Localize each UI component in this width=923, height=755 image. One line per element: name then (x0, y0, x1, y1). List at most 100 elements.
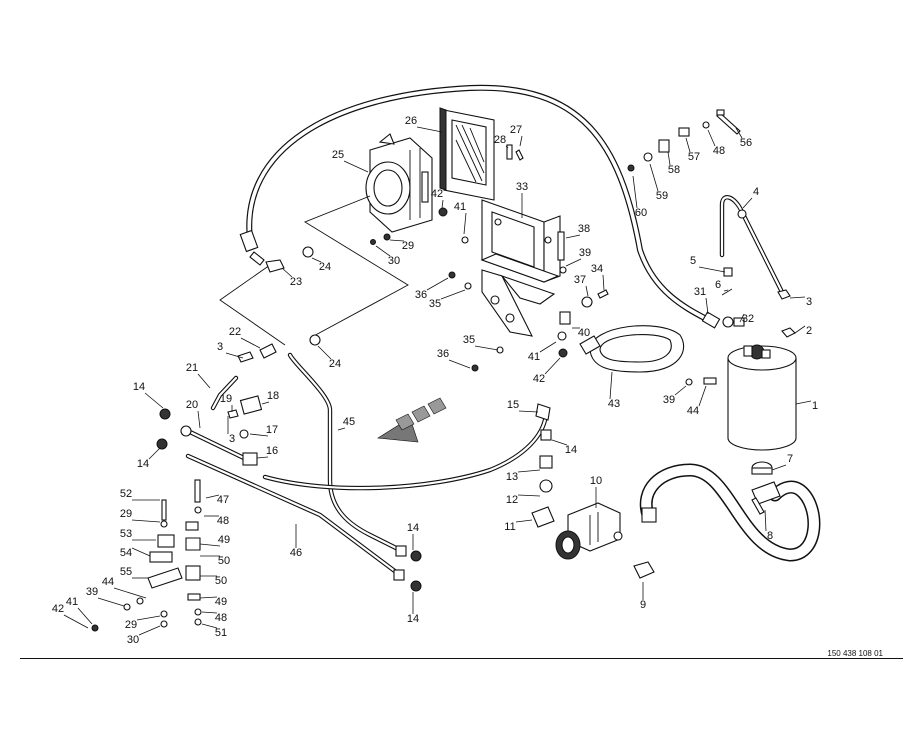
leader-line-37 (585, 285, 589, 297)
leader-line-59 (649, 163, 659, 192)
leader-line-25 (343, 160, 369, 173)
left-fittings (210, 375, 263, 466)
callout-14: 14 (407, 613, 419, 625)
oil-cooler (365, 133, 433, 233)
callout-60: 60 (635, 207, 647, 219)
callout-33: 33 (516, 181, 528, 193)
callout-24: 24 (329, 358, 341, 370)
feed-hose (262, 403, 552, 491)
leader-line-7 (771, 464, 787, 471)
callout-44: 44 (102, 576, 114, 588)
callout-30: 30 (388, 255, 400, 267)
leader-line-29 (131, 519, 161, 523)
callout-40: 40 (578, 327, 590, 339)
callout-3: 3 (229, 433, 235, 445)
leader-line-28 (505, 145, 509, 149)
callout-9: 9 (640, 599, 646, 611)
callout-15: 15 (507, 399, 519, 411)
leader-line-17 (249, 433, 269, 437)
callout-55: 55 (120, 566, 132, 578)
callout-41: 41 (528, 351, 540, 363)
callout-38: 38 (578, 223, 590, 235)
leader-line-3 (225, 352, 244, 359)
leader-line-60 (632, 175, 638, 209)
callout-39: 39 (86, 586, 98, 598)
leader-line-47 (205, 494, 220, 499)
support-bracket (480, 199, 561, 337)
suction-hose (639, 461, 821, 562)
leader-line-18 (261, 401, 270, 405)
leader-line-30 (138, 625, 161, 636)
callout-50: 50 (218, 555, 230, 567)
callout-5: 5 (690, 255, 696, 267)
leader-line-35 (440, 289, 466, 300)
footer-rule (20, 658, 903, 659)
leader-line-24 (311, 257, 322, 263)
callout-4: 4 (753, 186, 759, 198)
callout-22: 22 (229, 326, 241, 338)
assembly-lines (219, 195, 409, 346)
leader-line-13 (517, 469, 541, 473)
leader-line-51 (201, 623, 218, 629)
callout-58: 58 (668, 164, 680, 176)
callout-48: 48 (713, 145, 725, 157)
callout-41: 41 (454, 201, 466, 213)
flow-direction-arrow (377, 397, 447, 443)
callout-3: 3 (217, 341, 223, 353)
callout-1: 1 (812, 400, 818, 412)
callout-39: 39 (663, 394, 675, 406)
callout-14: 14 (133, 381, 145, 393)
leader-line-39 (97, 597, 125, 607)
leader-line-31 (705, 297, 709, 315)
tank-clamp (579, 325, 685, 373)
callout-49: 49 (218, 534, 230, 546)
callout-14: 14 (137, 458, 149, 470)
callout-10: 10 (590, 475, 602, 487)
callout-59: 59 (656, 190, 668, 202)
callout-17: 17 (266, 424, 278, 436)
return-hose (239, 84, 721, 329)
callout-6: 6 (715, 279, 721, 291)
callout-13: 13 (506, 471, 518, 483)
leader-line-48 (707, 129, 716, 147)
leader-line-44 (698, 385, 707, 407)
callout-29: 29 (125, 619, 137, 631)
callout-14: 14 (407, 522, 419, 534)
leader-line-3 (789, 296, 806, 299)
leader-line-14 (551, 439, 568, 446)
callout-8: 8 (767, 530, 773, 542)
leader-line-5 (698, 266, 726, 273)
tank-fittings (685, 195, 796, 386)
callout-57: 57 (688, 151, 700, 163)
leader-line-14 (144, 392, 164, 409)
callout-25: 25 (332, 149, 344, 161)
leader-line-36 (448, 359, 471, 369)
callout-43: 43 (608, 398, 620, 410)
leader-line-41 (463, 212, 467, 235)
callout-47: 47 (217, 494, 229, 506)
callout-50: 50 (215, 575, 227, 587)
leader-line-38 (565, 234, 581, 239)
callout-54: 54 (120, 547, 132, 559)
cooler-fittings (237, 246, 321, 363)
leader-line-12 (517, 494, 541, 497)
callout-49: 49 (215, 596, 227, 608)
callout-35: 35 (429, 298, 441, 310)
callout-45: 45 (343, 416, 355, 428)
leader-line-45 (337, 427, 346, 431)
leader-line-6 (723, 289, 729, 292)
leader-line-36 (426, 277, 449, 291)
callout-14: 14 (565, 444, 577, 456)
drawing-number: 150 438 108 01 (827, 649, 883, 658)
callout-16: 16 (266, 445, 278, 457)
leader-lines (63, 126, 812, 636)
leader-line-42 (63, 614, 89, 629)
callout-21: 21 (186, 362, 198, 374)
leader-line-39 (674, 385, 687, 396)
callout-51: 51 (215, 627, 227, 639)
callout-37: 37 (574, 274, 586, 286)
leader-line-27 (519, 135, 523, 147)
leader-line-34 (602, 274, 605, 291)
callout-42: 42 (533, 373, 545, 385)
